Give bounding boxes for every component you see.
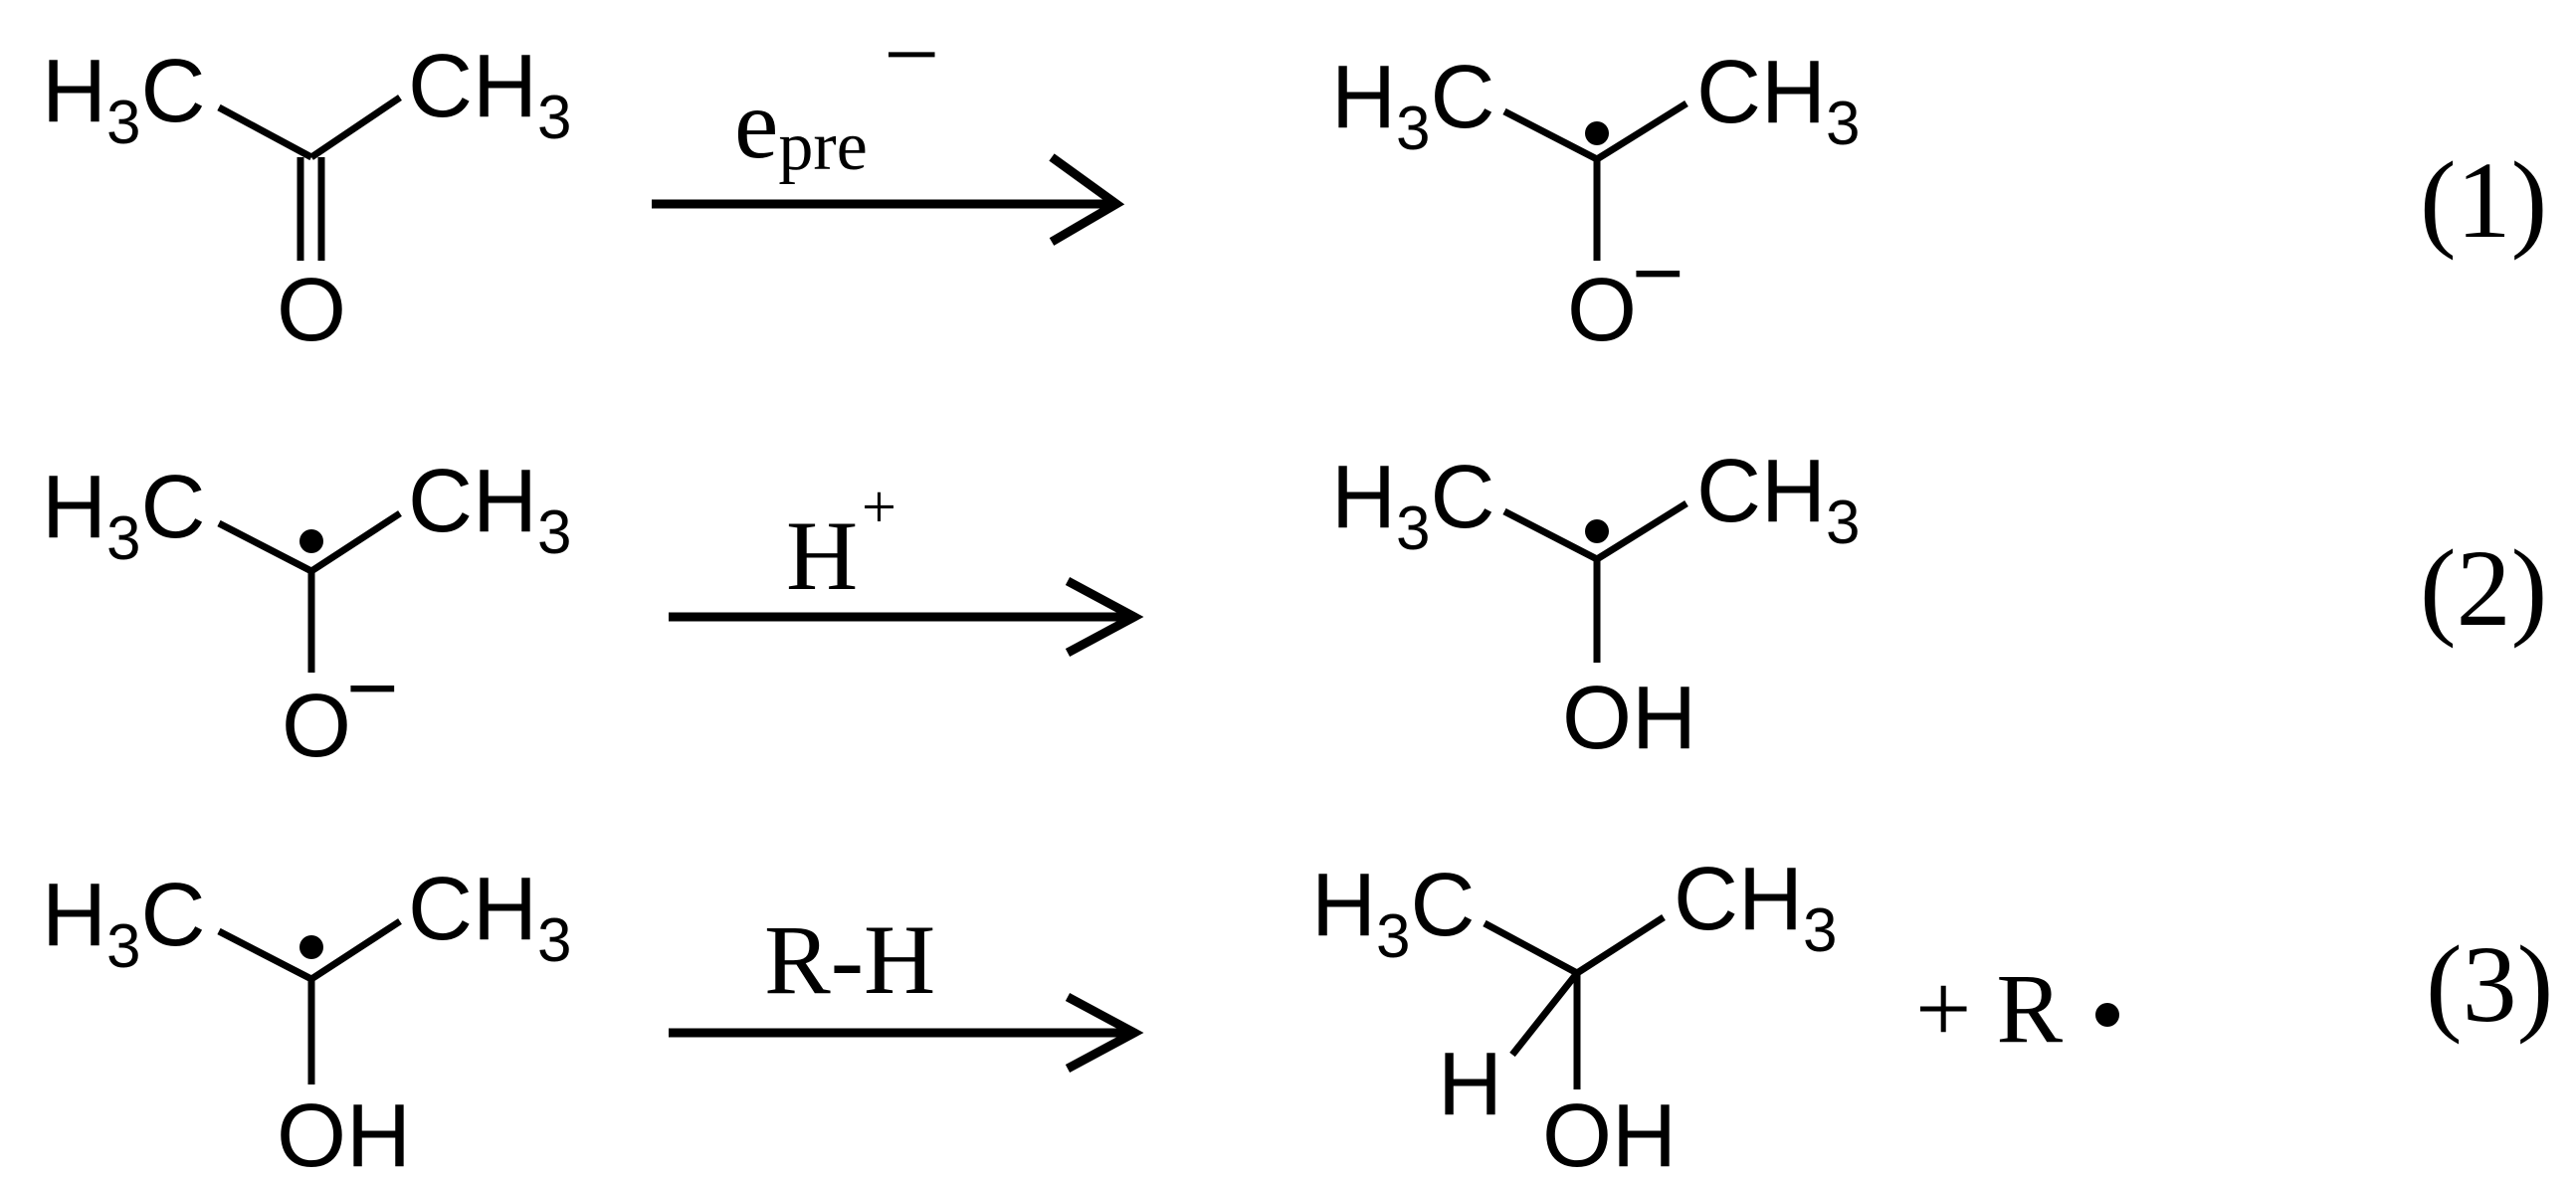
svg-text:CH3: CH3: [1674, 850, 1837, 965]
arrow-head: [1065, 993, 1144, 1073]
label-ch3-sub: 3: [1803, 896, 1837, 965]
byproduct-label: + R: [1915, 953, 2063, 1064]
bond-left: [217, 927, 313, 983]
reactant-acetone: H3C CH3 O: [42, 37, 571, 360]
charge-minus: −: [346, 639, 399, 738]
label-h3c-h: H: [1331, 448, 1396, 547]
arrow-2: H +: [669, 474, 1144, 657]
bond-hydrogen: [1509, 970, 1580, 1058]
radical-dot: [299, 935, 323, 959]
svg-text:CH3: CH3: [1696, 43, 1860, 158]
equation-number-3: (3): [2426, 923, 2553, 1045]
equation-number-2: (2): [2420, 527, 2547, 649]
reagent-electron-sub: pre: [778, 108, 867, 185]
reaction-3: H3C CH3 OH R-H H3C CH3 H OH + R: [42, 850, 2553, 1182]
svg-text:H3C: H3C: [1331, 448, 1494, 563]
reaction-2: H3C CH3 O − H + H3C CH3 OH (2): [42, 442, 2547, 776]
label-h3c-sub: 3: [106, 89, 140, 157]
bond-left: [217, 519, 313, 575]
reagent-proton-charge: +: [862, 474, 896, 541]
arrow-3: R-H: [669, 904, 1144, 1073]
label-h3c-sub: 3: [106, 504, 140, 573]
svg-text:CH3: CH3: [408, 860, 571, 975]
reagent-hydrogen-donor: R-H: [764, 904, 935, 1015]
arrow-head: [1065, 577, 1144, 657]
label-h3c-c: C: [140, 42, 205, 141]
label-ch3-ch: CH: [1674, 850, 1803, 949]
label-h3c-c: C: [140, 458, 205, 557]
svg-text:H3C: H3C: [42, 866, 205, 981]
svg-text:H3C: H3C: [42, 458, 205, 573]
label-ch3-ch: CH: [408, 860, 537, 959]
reactant-ketyl-radical: H3C CH3 OH: [42, 860, 571, 1182]
label-ch3-sub: 3: [537, 84, 571, 152]
bond-right: [309, 510, 402, 574]
bond-right: [1595, 500, 1688, 562]
svg-text:CH3: CH3: [408, 452, 571, 567]
label-h3c-c: C: [1430, 448, 1494, 547]
label-h3c-h: H: [42, 458, 106, 557]
radical-dot: [1585, 121, 1609, 145]
bond-right: [1595, 100, 1688, 162]
label-h3c-h: H: [1331, 48, 1396, 147]
radical-dot: [299, 529, 323, 553]
label-h3c-h: H: [42, 866, 106, 965]
product-ketyl-anion: H3C CH3 O −: [1331, 43, 1860, 360]
reagent-proton: H: [786, 500, 858, 611]
bond-left: [1502, 107, 1599, 163]
label-oxygen: O: [277, 261, 346, 360]
bond-right: [309, 918, 402, 982]
label-h3c-h: H: [42, 42, 106, 141]
byproduct-radical: + R: [1915, 953, 2119, 1064]
bond-left: [1502, 507, 1599, 563]
charge-minus: −: [1632, 224, 1684, 323]
label-hydroxyl: OH: [277, 1086, 411, 1182]
label-ch3-ch: CH: [408, 37, 537, 136]
label-h3c-sub: 3: [106, 912, 140, 981]
reaction-1: H3C CH3 O epre − H3C CH3 O − (1): [42, 0, 2547, 360]
label-hydrogen: H: [1438, 1035, 1502, 1134]
label-ch3-ch: CH: [1696, 43, 1826, 142]
label-oxygen: O: [282, 677, 351, 776]
label-h3c-sub: 3: [1396, 494, 1430, 563]
label-h3c-c: C: [1430, 48, 1494, 147]
arrow-head: [1049, 153, 1125, 246]
label-h3c-sub: 3: [1376, 902, 1410, 971]
label-ch3-ch: CH: [408, 452, 537, 551]
svg-text:H3C: H3C: [1311, 856, 1475, 971]
label-h3c-c: C: [1410, 856, 1475, 955]
bond-left: [1483, 919, 1579, 977]
reagent-electron-charge: −: [884, 0, 939, 109]
svg-text:H3C: H3C: [42, 42, 205, 157]
arrow-1: epre −: [652, 0, 1125, 246]
radical-dot: [1585, 519, 1609, 543]
label-ch3-ch: CH: [1696, 442, 1826, 541]
label-hydroxyl: OH: [1562, 669, 1696, 768]
svg-text:CH3: CH3: [1696, 442, 1860, 557]
bond-right: [309, 95, 402, 160]
label-hydroxyl: OH: [1542, 1086, 1677, 1182]
label-h3c-sub: 3: [1396, 95, 1430, 163]
radical-dot: [2095, 1003, 2119, 1027]
label-ch3-sub: 3: [1826, 90, 1860, 158]
label-ch3-sub: 3: [1826, 489, 1860, 557]
svg-text:H3C: H3C: [1331, 48, 1494, 163]
reactant-ketyl-anion: H3C CH3 O −: [42, 452, 571, 776]
label-h3c-c: C: [140, 866, 205, 965]
product-ketyl-radical: H3C CH3 OH: [1331, 442, 1860, 768]
reagent-electron: e: [734, 69, 778, 179]
product-isopropanol: H3C CH3 H OH: [1311, 850, 1837, 1182]
equation-number-1: (1): [2420, 139, 2547, 261]
bond-right: [1575, 914, 1666, 976]
label-h3c-h: H: [1311, 856, 1376, 955]
label-ch3-sub: 3: [537, 906, 571, 975]
svg-text:epre: epre: [734, 69, 868, 185]
label-ch3-sub: 3: [537, 498, 571, 567]
svg-text:CH3: CH3: [408, 37, 571, 152]
label-oxygen: O: [1567, 261, 1637, 360]
bond-left: [217, 103, 313, 161]
